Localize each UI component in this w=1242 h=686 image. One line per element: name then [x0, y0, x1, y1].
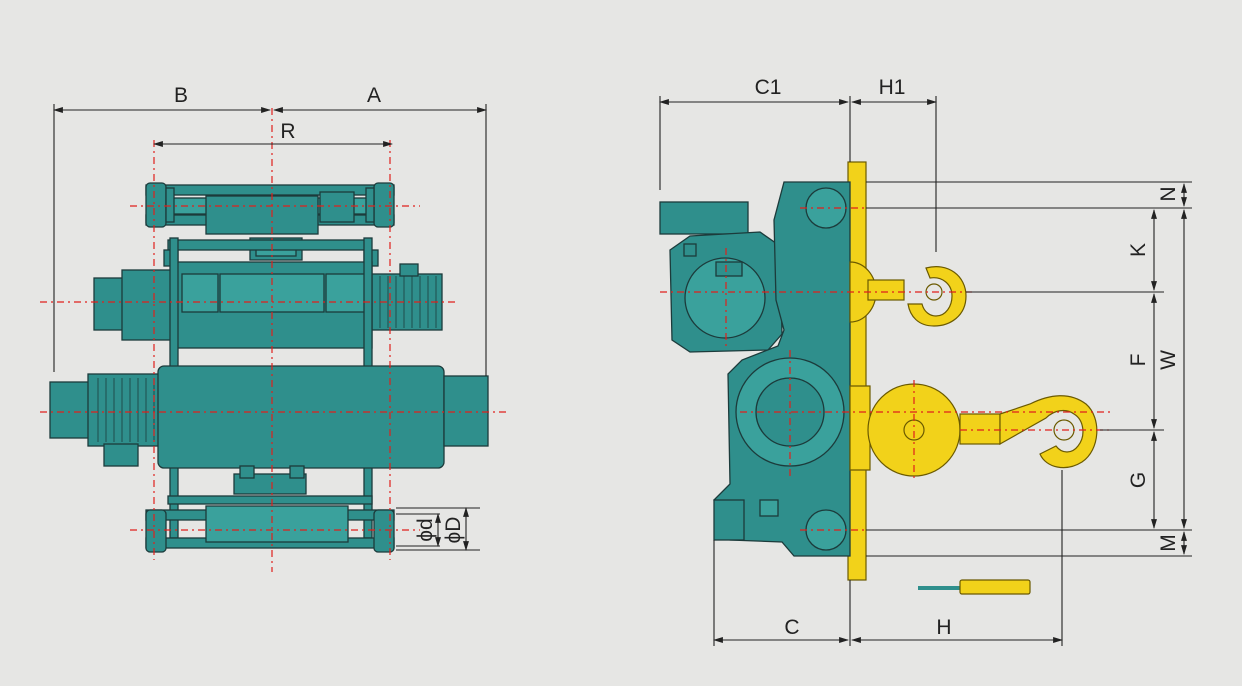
hoist-side-view: C1 H1 C H N K F W G M: [659, 76, 1192, 646]
upper-trolley-rail: [145, 182, 395, 235]
dim-label-h1: H1: [879, 76, 906, 99]
rail-plate: [847, 161, 867, 581]
dim-label-b: B: [174, 84, 188, 107]
left-dimensions: [53, 104, 487, 551]
upper-hook-assembly: [849, 261, 967, 327]
hoist-top-view: B A R ϕd ϕD: [40, 84, 506, 572]
dim-label-f: F: [1127, 354, 1150, 367]
pendant-control: [918, 579, 1031, 595]
dim-label-phi-d: ϕd: [414, 518, 437, 541]
side-motor: [659, 201, 783, 353]
lower-trolley-rail: [145, 505, 395, 553]
right-centerlines: [660, 207, 1110, 531]
dim-label-w: W: [1157, 350, 1180, 370]
dim-label-h: H: [936, 616, 951, 639]
dim-label-m: M: [1157, 534, 1180, 552]
lower-bracket: [167, 465, 373, 505]
dim-label-r: R: [280, 120, 295, 143]
dim-label-n: N: [1157, 186, 1180, 201]
lower-drum-motor: [49, 365, 489, 469]
right-dimensions: [659, 96, 1192, 646]
dim-label-c1: C1: [755, 76, 782, 99]
dim-label-g: G: [1127, 472, 1150, 488]
dim-label-k: K: [1127, 243, 1150, 257]
lower-hook-assembly: [849, 383, 1098, 477]
left-centerlines: [40, 108, 506, 572]
dim-label-a: A: [367, 84, 381, 107]
dim-label-c: C: [784, 616, 799, 639]
dim-label-phi-D: ϕD: [442, 517, 465, 544]
